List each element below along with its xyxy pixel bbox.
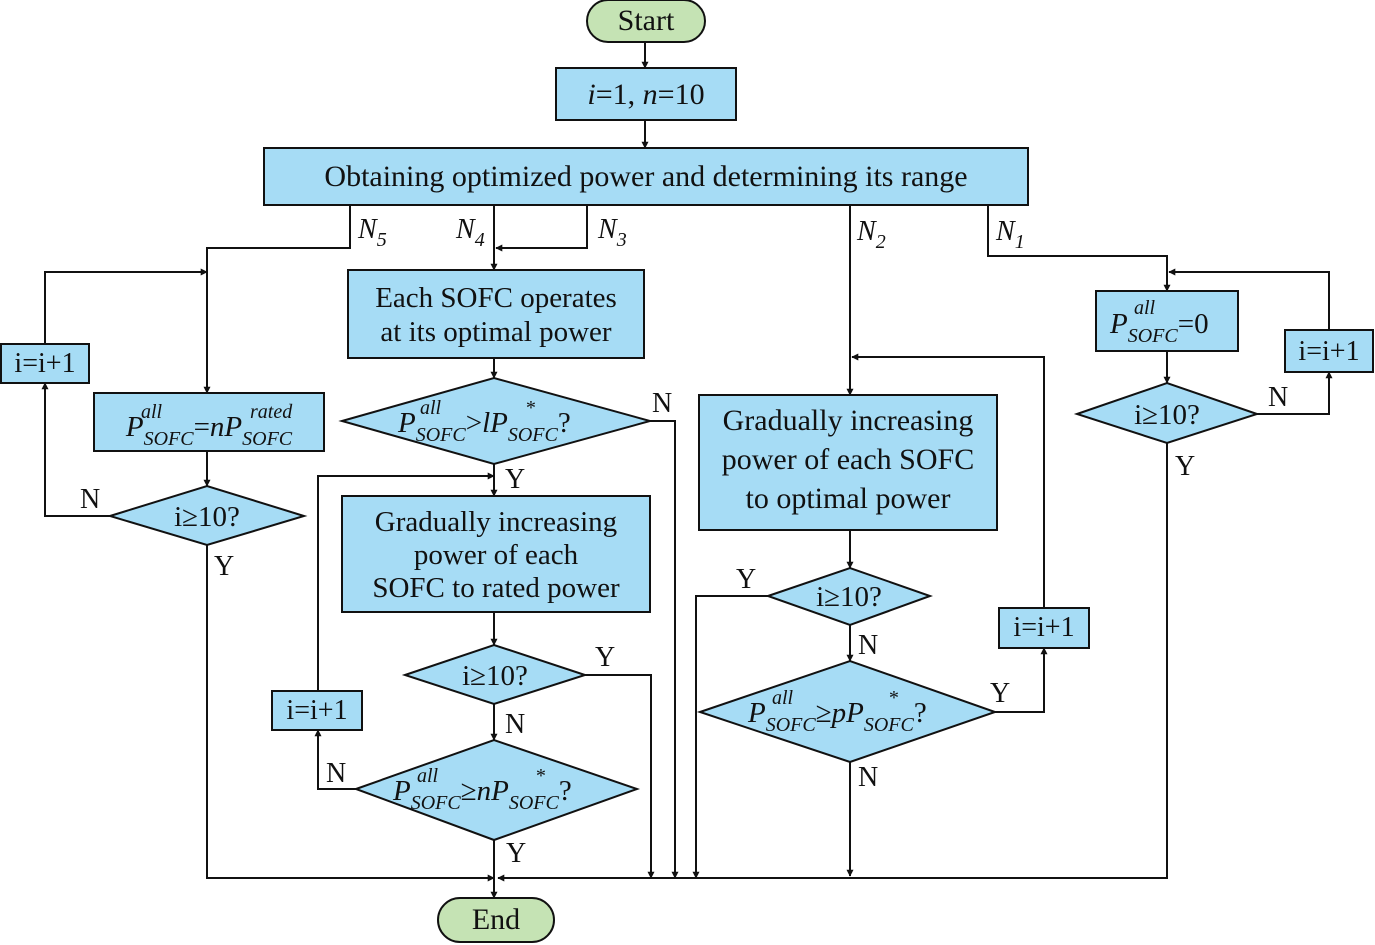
branch-label-n5: N5 — [357, 214, 387, 251]
n1-incr-box: i=i+1 — [1284, 329, 1374, 373]
n34-cond2-label: i≥10? — [462, 660, 528, 692]
edge-n2-incr-loop — [851, 353, 1045, 608]
n34-incr-box: i=i+1 — [271, 690, 363, 731]
n34-incr-label: i=i+1 — [286, 695, 347, 726]
edge-n3-branch — [495, 205, 588, 252]
n5-power-formula: PSOFC=nPSOFC — [125, 411, 293, 450]
n34-cond3-formula: PSOFC≥nPSOFC? — [392, 775, 572, 814]
n1-sup-all: all — [1134, 297, 1156, 319]
n34-cond3-sup-star: * — [535, 765, 545, 787]
n5-incr-box: i=i+1 — [0, 343, 90, 384]
n34-cond2-yes-label: Y — [595, 642, 615, 673]
edge-cond3-no — [314, 729, 356, 790]
n5-no-label: N — [80, 484, 100, 515]
edge-n1-yes-bottom — [497, 443, 1168, 882]
n1-yes-label: Y — [1175, 451, 1195, 482]
n2-cond2-yes-label: Y — [990, 678, 1010, 709]
edge-n2-cond1-yes — [692, 595, 768, 879]
n2-cond2-sup-star: * — [888, 687, 898, 709]
edge-n5-branch — [203, 205, 351, 394]
n34-box2-line2: power of each — [414, 539, 579, 571]
n34-cond2-no-label: N — [505, 709, 525, 740]
connectors — [41, 42, 1333, 899]
end-label: End — [472, 903, 520, 936]
n2-cond1-yes-label: Y — [736, 564, 756, 595]
init-box: i=1, n=10 — [555, 67, 737, 121]
n34-cond1-formula: PSOFC>lPSOFC? — [397, 407, 571, 446]
n34-box1-line1: Each SOFC operates — [375, 282, 617, 314]
edge-n1-branch — [987, 205, 1171, 292]
n5-cond-label: i≥10? — [174, 501, 240, 533]
edge-n1-incr-loop — [1168, 268, 1330, 330]
n5-power-box: PSOFC=nPSOFC all rated — [93, 392, 325, 452]
n1-zero-formula: PSOFC=0 — [1109, 308, 1209, 347]
n2-box-line1: Gradually increasing — [723, 404, 974, 437]
n34-cond1-sup-star: * — [525, 397, 535, 419]
n2-box: Gradually increasing power of each SOFC … — [698, 394, 998, 531]
start-terminal: Start — [586, 0, 706, 43]
n2-cond2-formula: PSOFC≥pPSOFC? — [747, 697, 927, 736]
n1-incr-label: i=i+1 — [1298, 336, 1359, 367]
start-label: Start — [618, 4, 675, 37]
n2-cond2-sup-all: all — [772, 687, 794, 709]
edge-n1-cond-no — [1257, 371, 1333, 415]
n34-cond3-diamond: PSOFC≥nPSOFC? all * — [353, 738, 641, 842]
n2-cond2-diamond: PSOFC≥pPSOFC? all * — [696, 659, 999, 764]
n5-cond-diamond: i≥10? — [106, 484, 308, 547]
branch-label-n4: N4 — [455, 214, 485, 251]
edge-n5-incr-loop — [44, 268, 208, 344]
n2-cond2-no-label: N — [858, 762, 878, 793]
n34-cond1-no-label: N — [652, 388, 672, 419]
n2-cond1-diamond: i≥10? — [764, 566, 933, 627]
n34-cond3-no-label: N — [326, 758, 346, 789]
n5-yes-label: Y — [214, 551, 234, 582]
n34-box2-line1: Gradually increasing — [375, 506, 617, 538]
edge-n5-yes-bottom — [206, 545, 495, 882]
edge-cond1-no — [650, 420, 679, 879]
edge-incr-loop-n34 — [317, 472, 495, 691]
branch-label-n3: N3 — [597, 214, 627, 251]
init-label: i=1, n=10 — [587, 78, 704, 111]
n2-cond1-label: i≥10? — [816, 581, 882, 613]
n34-box1: Each SOFC operates at its optimal power — [347, 269, 645, 359]
n2-box-line3: to optimal power — [746, 482, 951, 515]
n34-cond1-sup-all: all — [420, 397, 442, 419]
branch-label-n2: N2 — [856, 216, 886, 253]
n2-cond1-no-label: N — [858, 630, 878, 661]
n34-cond3-sup-all: all — [417, 765, 439, 787]
n34-cond1-diamond: PSOFC>lPSOFC? all * — [338, 376, 654, 466]
n34-box2-line3: SOFC to rated power — [372, 572, 620, 604]
obtain-label: Obtaining optimized power and determinin… — [324, 160, 967, 193]
n2-box-line2: power of each SOFC — [722, 443, 974, 476]
n34-cond2-diamond: i≥10? — [401, 643, 589, 706]
branch-label-n1: N1 — [995, 216, 1025, 253]
n2-incr-label: i=i+1 — [1013, 612, 1074, 643]
n2-incr-box: i=i+1 — [998, 607, 1090, 649]
n5-sup-all: all — [141, 401, 163, 423]
n34-box1-line2: at its optimal power — [380, 316, 611, 348]
n34-cond1-yes-label: Y — [505, 464, 525, 495]
n1-no-label: N — [1268, 382, 1288, 413]
edge-cond2-yes — [585, 674, 655, 879]
n1-cond-label: i≥10? — [1134, 399, 1200, 431]
edge-n2-cond2-yes — [995, 647, 1048, 713]
obtain-box: Obtaining optimized power and determinin… — [263, 147, 1029, 206]
edge-n5-cond-no-loop — [41, 382, 110, 517]
n1-cond-diamond: i≥10? — [1073, 381, 1261, 445]
n5-sup-rated: rated — [250, 401, 293, 423]
n34-cond3-yes-label: Y — [506, 838, 526, 869]
end-terminal: End — [437, 897, 555, 943]
n1-zero-box: PSOFC=0 all — [1095, 290, 1239, 352]
n5-incr-label: i=i+1 — [14, 348, 75, 379]
n34-box2: Gradually increasing power of each SOFC … — [341, 495, 651, 613]
